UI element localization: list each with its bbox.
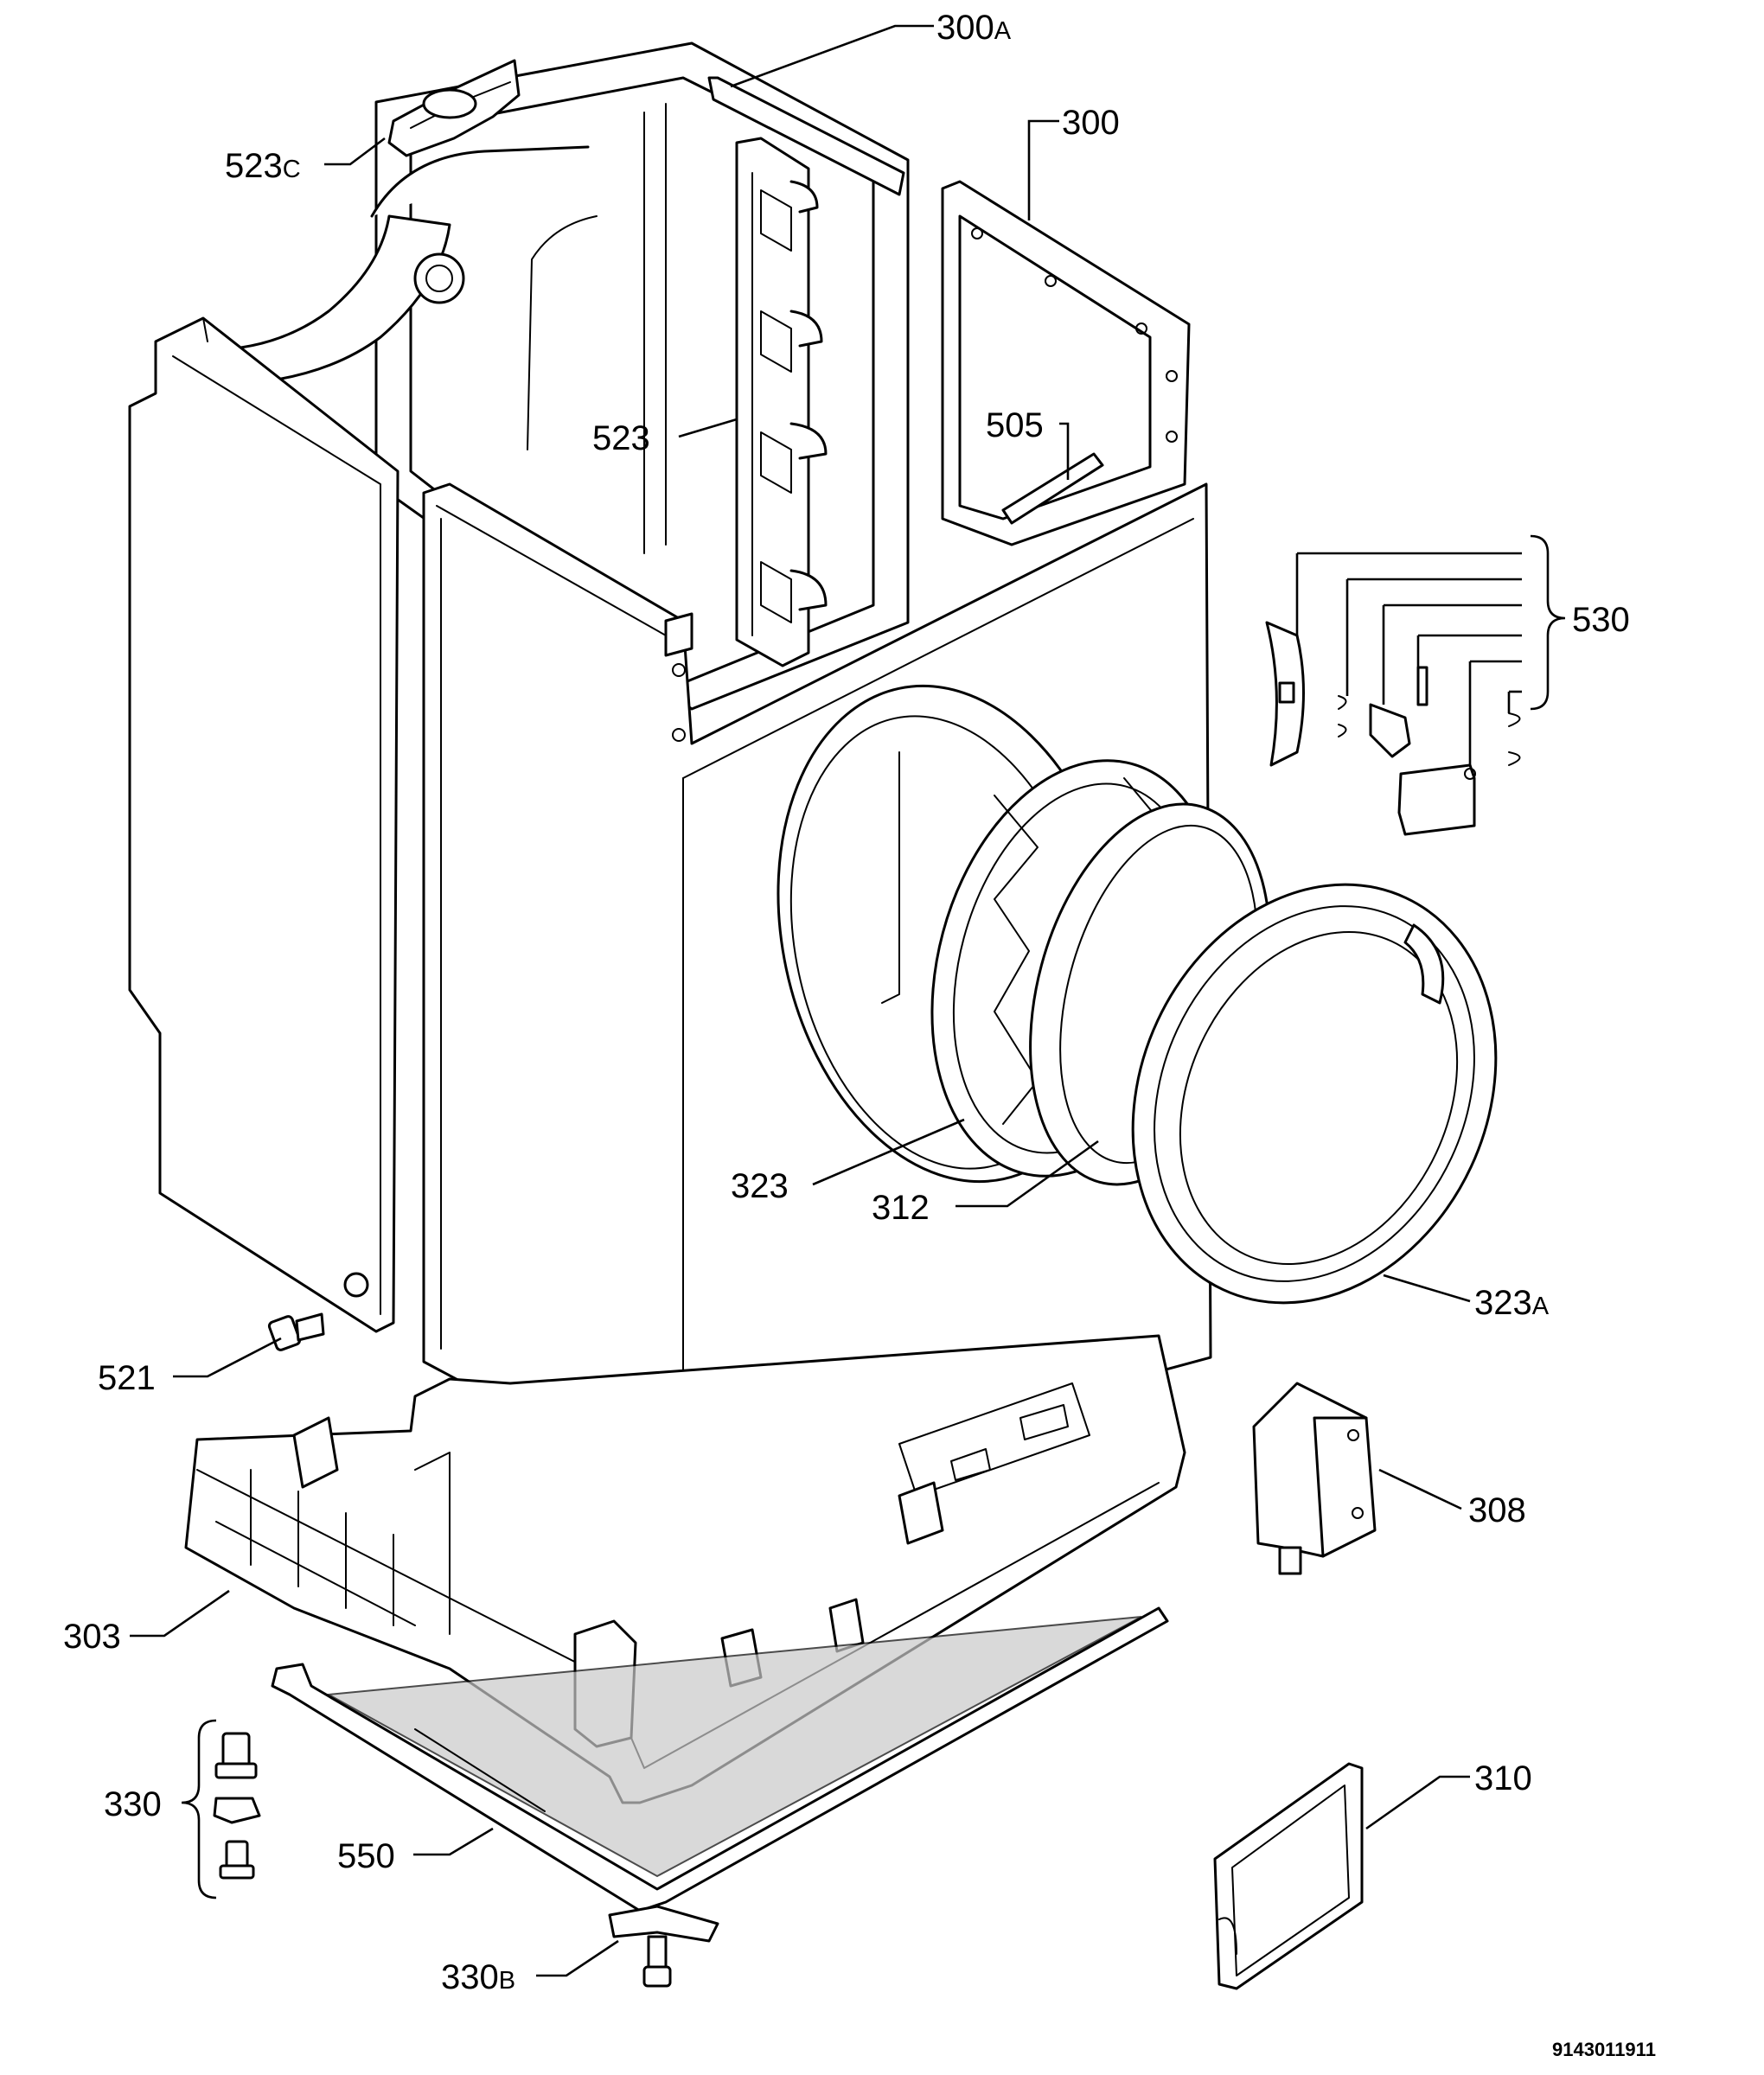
cabinet-right-frame [941, 180, 1191, 546]
svg-text:323: 323 [731, 1167, 789, 1205]
svg-text:323A: 323A [1474, 1284, 1550, 1322]
label-330B: 330B [441, 1958, 515, 1996]
cabinet-top-rail [370, 76, 905, 218]
svg-text:523C: 523C [225, 147, 301, 185]
label-323A: 323A [1474, 1284, 1550, 1322]
label-550: 550 [337, 1837, 395, 1875]
cabinet-left-side-panel [128, 316, 399, 1333]
document-number: 9143011911 [1552, 2039, 1656, 2060]
label-330: 330 [104, 1785, 162, 1823]
label-300A: 300A [936, 9, 1012, 47]
label-521: 521 [98, 1359, 156, 1397]
svg-text:300A: 300A [936, 9, 1012, 47]
part-323A-door [1131, 883, 1498, 1305]
part-550-base-plate [271, 1606, 1169, 1912]
svg-text:330: 330 [104, 1785, 162, 1823]
part-310-service-flap [1213, 1762, 1364, 1990]
label-300: 300 [1062, 104, 1120, 142]
part-505-rod [1001, 452, 1104, 525]
part-330-foot-set [213, 1732, 261, 1880]
label-505: 505 [986, 406, 1044, 444]
svg-text:303: 303 [63, 1618, 121, 1656]
label-312: 312 [872, 1189, 930, 1227]
part-330B-levelling-foot [608, 1905, 719, 1988]
part-308-door-hinge [1252, 1382, 1377, 1575]
svg-text:505: 505 [986, 406, 1044, 444]
label-308: 308 [1468, 1491, 1526, 1529]
part-523-hinge-strip [735, 137, 828, 667]
leader-lines [130, 24, 1566, 1977]
svg-text:330B: 330B [441, 1958, 515, 1996]
label-303: 303 [63, 1618, 121, 1656]
part-521-screw [267, 1312, 325, 1351]
svg-text:310: 310 [1474, 1759, 1532, 1797]
svg-text:308: 308 [1468, 1491, 1526, 1529]
label-523: 523 [592, 419, 650, 457]
svg-text:312: 312 [872, 1189, 930, 1227]
svg-text:523: 523 [592, 419, 650, 457]
part-523C-clip [387, 59, 521, 157]
label-310: 310 [1474, 1759, 1532, 1797]
svg-text:521: 521 [98, 1359, 156, 1397]
svg-text:530: 530 [1572, 601, 1630, 639]
label-523C: 523C [225, 147, 301, 185]
part-530-door-lock-kit [1265, 621, 1521, 836]
cabinet-rear-arch [154, 214, 465, 386]
label-530: 530 [1572, 601, 1630, 639]
svg-text:300: 300 [1062, 104, 1120, 142]
svg-text:550: 550 [337, 1837, 395, 1875]
label-323: 323 [731, 1167, 789, 1205]
